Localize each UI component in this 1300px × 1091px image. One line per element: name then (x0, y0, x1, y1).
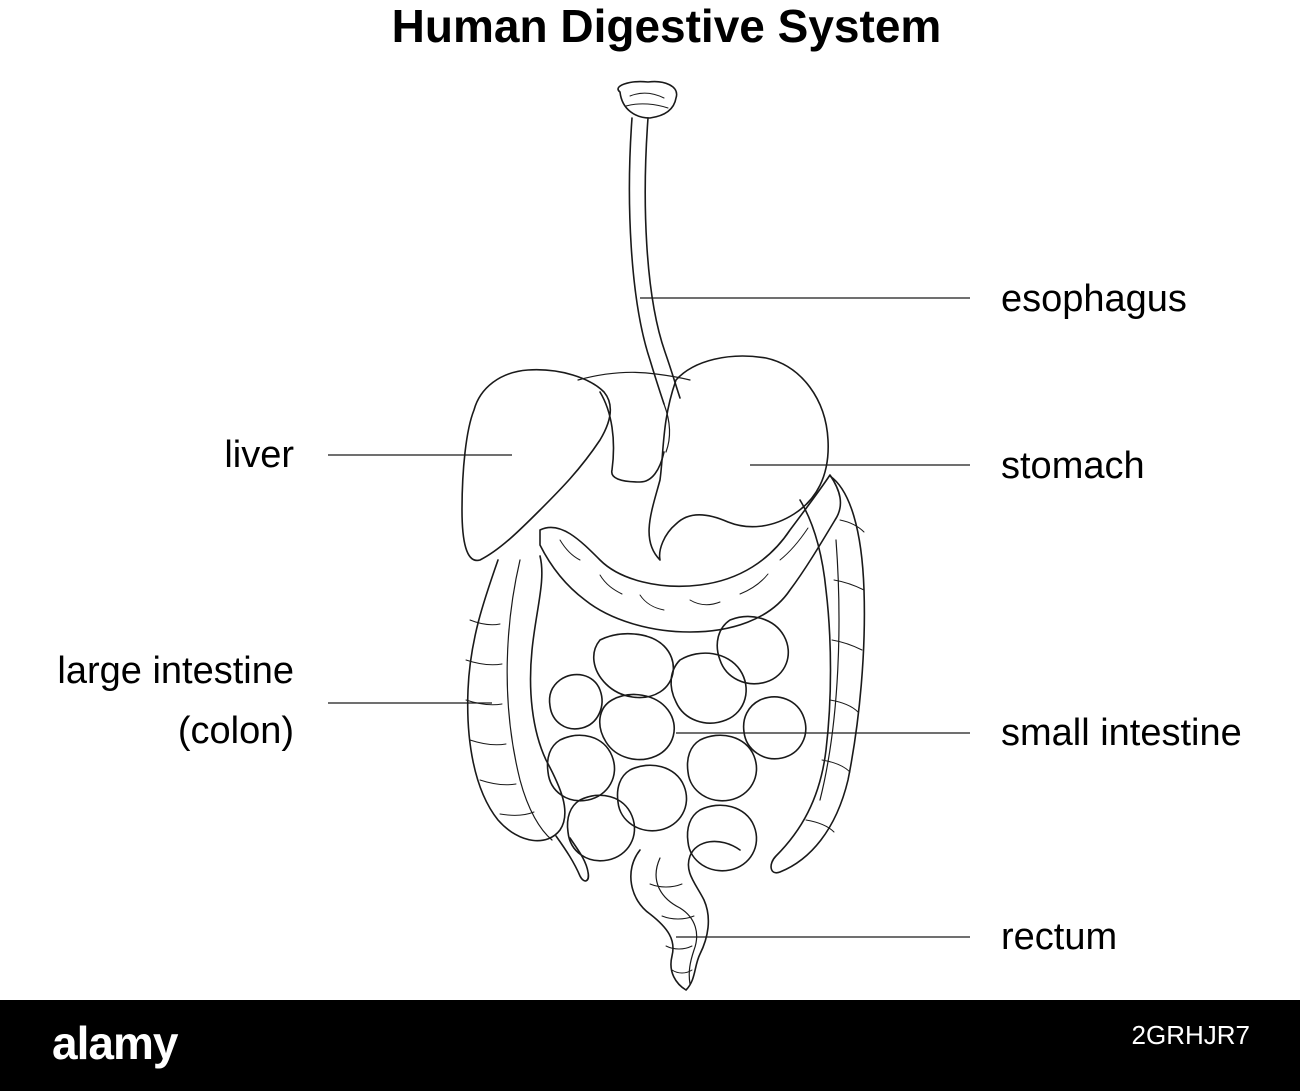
alamy-logo: alamy (52, 1017, 178, 1069)
label-esophagus: esophagus (1001, 278, 1187, 320)
appendix (555, 835, 590, 882)
label-large-intestine: large intestine (57, 650, 294, 692)
descending-colon (770, 475, 866, 874)
digestive-system-illustration (328, 80, 970, 991)
liver-shape (461, 368, 612, 562)
label-rectum: rectum (1001, 916, 1118, 958)
label-stomach: stomach (1001, 445, 1145, 487)
esophagus-shape (628, 117, 665, 405)
ascending-colon (466, 555, 566, 842)
image-id-code: 2GRHJR7 (1131, 1020, 1250, 1050)
rectum-shape (630, 840, 741, 991)
label-liver: liver (224, 434, 294, 476)
pharynx (617, 80, 678, 119)
small-intestine-coils (546, 615, 807, 872)
image-id: 2GRHJR7 (1132, 1020, 1250, 1050)
label-small-intestine: small intestine (1001, 712, 1242, 754)
diagram-title: Human Digestive System (391, 0, 942, 52)
label-colon: (colon) (177, 710, 294, 752)
transverse-colon (539, 474, 842, 633)
stomach-shape (648, 355, 829, 561)
watermark-footer: alamy 2GRHJR7 (0, 1000, 1300, 1091)
